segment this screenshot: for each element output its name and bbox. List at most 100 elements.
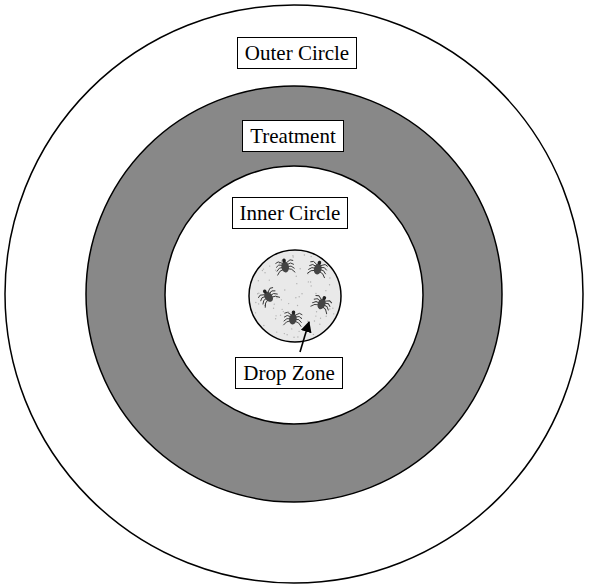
speckle: [329, 277, 330, 278]
speckle: [263, 325, 264, 326]
tick-leg: [287, 267, 295, 273]
speckle: [319, 266, 320, 267]
tick-leg: [314, 297, 321, 302]
speckle: [307, 321, 308, 322]
tick-body: [262, 290, 275, 303]
tick-leg: [307, 269, 315, 276]
speckle: [264, 305, 265, 306]
speckle: [264, 295, 265, 296]
tick-leg: [268, 289, 275, 295]
region-label: Outer Circle: [237, 37, 357, 69]
tick-leg: [320, 307, 328, 314]
inner-circle-shape: [165, 166, 423, 424]
tick-leg: [325, 299, 332, 304]
tick-head: [292, 310, 296, 314]
treatment-band-shape: [86, 86, 502, 502]
tick-leg: [287, 262, 294, 265]
speckle: [281, 309, 282, 310]
speckle: [264, 272, 265, 273]
speckle: [280, 315, 281, 316]
speckle: [276, 331, 277, 332]
speckle: [315, 315, 316, 316]
speckle: [320, 318, 321, 319]
tick-leg: [267, 287, 274, 293]
speckle: [298, 331, 299, 332]
tick-head: [317, 260, 322, 265]
speckle: [329, 308, 330, 309]
speckle: [307, 273, 308, 274]
tick-head: [282, 258, 286, 263]
speckle: [308, 281, 309, 282]
speckle: [275, 315, 276, 316]
drop-zone: Drop Zone: [248, 249, 342, 343]
speckle: [316, 311, 317, 312]
speckle: [262, 270, 263, 271]
tick-leg: [312, 300, 320, 306]
tick-leg: [319, 269, 327, 274]
speckle: [329, 284, 330, 285]
tick-leg: [284, 315, 291, 318]
speckle: [304, 254, 305, 255]
tick-leg: [295, 316, 302, 319]
speckle: [299, 268, 300, 269]
tick-body: [289, 313, 298, 325]
speckle: [286, 334, 287, 335]
tick-group: [256, 257, 333, 327]
speckle: [300, 317, 301, 318]
speckle: [263, 268, 264, 269]
speckle: [288, 303, 289, 304]
speckle: [296, 276, 297, 277]
speckle: [295, 297, 296, 298]
speckle: [333, 313, 334, 314]
tick-leg: [294, 321, 301, 327]
tick-leg: [309, 264, 316, 268]
tick-leg: [286, 259, 293, 262]
outer-circle-shape: [5, 5, 583, 583]
speckle: [283, 311, 284, 312]
speckle: [269, 265, 270, 266]
speckle: [301, 293, 302, 294]
speckle: [319, 323, 320, 324]
tick-head: [262, 289, 267, 294]
tick-leg: [258, 293, 265, 299]
tick-head: [322, 295, 327, 300]
speckle: [279, 263, 280, 264]
tick-leg: [324, 302, 331, 307]
speckle: [314, 320, 315, 321]
speckle: [325, 316, 326, 317]
speckle: [296, 283, 297, 284]
tick-leg: [284, 312, 291, 315]
tick-leg: [310, 302, 318, 309]
speckle: [325, 290, 326, 291]
tick-leg: [276, 267, 283, 271]
speckle: [313, 334, 314, 335]
inner-circle: Drop ZoneInner Circle: [164, 165, 424, 425]
speckle: [258, 303, 259, 304]
speckle: [258, 280, 259, 281]
tick-leg: [283, 320, 290, 326]
tick-leg: [308, 267, 316, 272]
tick-leg: [295, 319, 302, 323]
tick-icon: [283, 310, 302, 327]
speckle: [293, 337, 294, 338]
speckle: [315, 293, 316, 294]
tick-leg: [287, 265, 294, 269]
speckle: [291, 328, 292, 329]
leader-arrow: [300, 322, 309, 352]
speckle: [298, 296, 299, 297]
speckle: [281, 260, 282, 261]
tick-leg: [318, 271, 326, 278]
tick-leg: [276, 264, 283, 267]
speckle: [257, 293, 258, 294]
drop-zone-shape: [249, 250, 341, 342]
tick-leg: [259, 296, 266, 302]
region-label: Drop Zone: [235, 357, 343, 389]
treatment-band: Drop ZoneInner Circle Treatment: [85, 85, 503, 503]
speckle: [275, 269, 276, 270]
speckle: [332, 307, 333, 308]
speckle: [310, 256, 311, 257]
tick-leg: [271, 293, 280, 301]
region-label: Treatment: [242, 120, 344, 152]
speckle: [281, 299, 282, 300]
